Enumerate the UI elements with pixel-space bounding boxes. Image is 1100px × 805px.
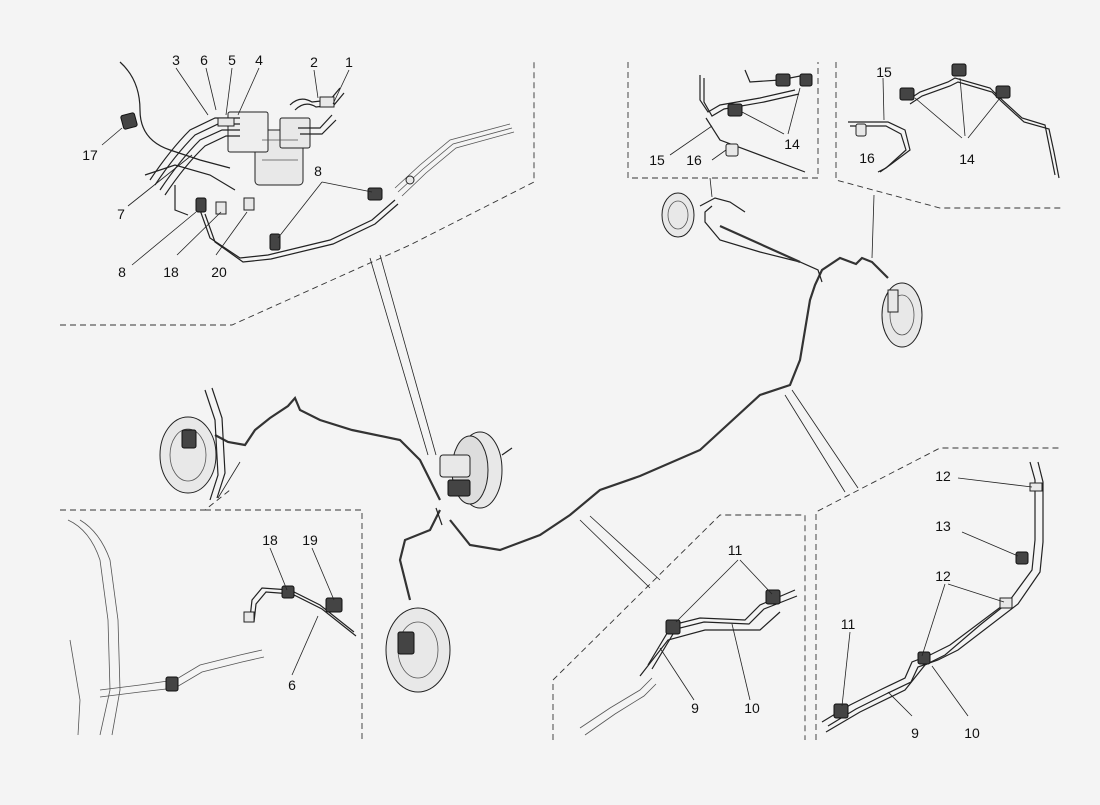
- abs-hydraulic-unit: [227, 111, 311, 186]
- callout-11: 11: [840, 616, 856, 632]
- callout-14: 14: [784, 136, 800, 152]
- callout-13: 13: [935, 518, 951, 534]
- callout-4: 4: [255, 52, 263, 68]
- callout-11: 11: [727, 542, 743, 558]
- bottom-right-detail-lines: [821, 461, 1044, 733]
- callout-18: 18: [163, 264, 179, 280]
- callout-20: 20: [211, 264, 227, 280]
- callout-9: 9: [691, 700, 699, 716]
- rear-left-brake-assembly: [385, 607, 451, 693]
- abs-brake-line-bundle: [119, 61, 515, 263]
- brake-booster-master-cylinder: [439, 431, 513, 509]
- callout-16: 16: [686, 152, 702, 168]
- callout-7: 7: [117, 206, 125, 222]
- callout-10: 10: [964, 725, 980, 741]
- callout-8: 8: [118, 264, 126, 280]
- callout-8: 8: [314, 163, 322, 179]
- detail-frame-top-right: [835, 62, 1062, 209]
- callout-19: 19: [302, 532, 318, 548]
- callout-17: 17: [82, 147, 98, 163]
- callout-10: 10: [744, 700, 760, 716]
- detail-leaders: [217, 177, 875, 589]
- front-right-brake-disc: [661, 192, 746, 238]
- top-center-detail-lines: [669, 69, 813, 173]
- detail-frame-top-center: [627, 62, 819, 179]
- callout-3: 3: [172, 52, 180, 68]
- main-brake-line-routing: [214, 205, 889, 601]
- callout-18: 18: [262, 532, 278, 548]
- top-right-detail-lines: [848, 63, 1060, 179]
- callout-15: 15: [876, 64, 892, 80]
- callout-6: 6: [288, 677, 296, 693]
- detail-frame-bottom-right: [815, 447, 1062, 740]
- bottom-center-detail-lines: [579, 559, 798, 736]
- callout-5: 5: [228, 52, 236, 68]
- callout-2: 2: [310, 54, 318, 70]
- rear-right-brake-disc: [881, 282, 923, 348]
- bottom-left-detail-lines: [67, 519, 357, 736]
- detail-frame-bottom-center: [552, 514, 806, 740]
- callout-16: 16: [859, 150, 875, 166]
- front-left-brake-assembly: [159, 387, 226, 501]
- callout-6: 6: [200, 52, 208, 68]
- callout-15: 15: [649, 152, 665, 168]
- detail-frame-bottom-left: [60, 489, 363, 740]
- top-left-callout-leaders: [101, 67, 373, 266]
- detail-frame-top-left: [60, 62, 535, 326]
- callout-9: 9: [911, 725, 919, 741]
- callout-14: 14: [959, 151, 975, 167]
- callout-1: 1: [345, 54, 353, 70]
- callout-12: 12: [935, 568, 951, 584]
- callout-12: 12: [935, 468, 951, 484]
